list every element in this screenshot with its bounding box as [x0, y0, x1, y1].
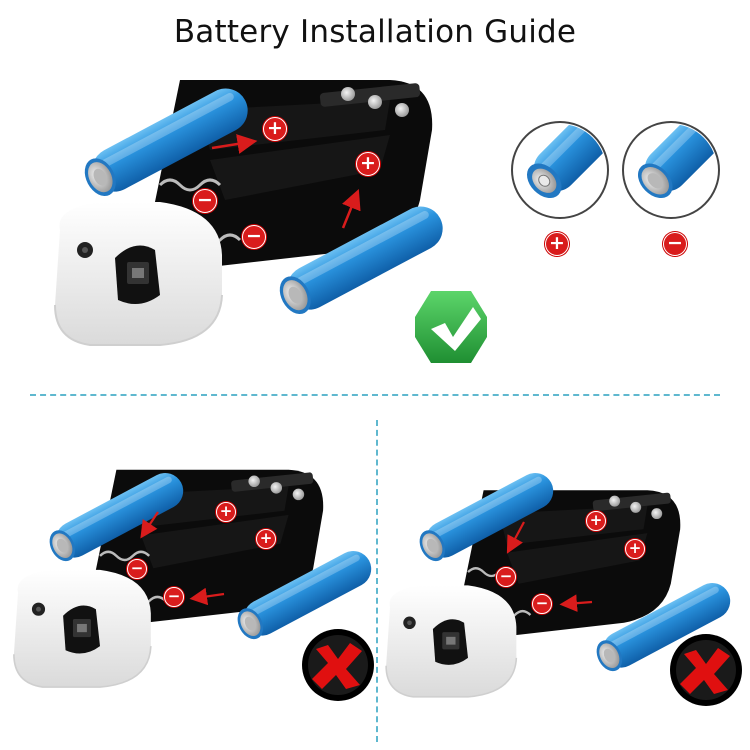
negative-label: −: [663, 232, 687, 256]
arrow-icon: [140, 511, 159, 539]
negative-symbol: −: [164, 587, 184, 607]
check-icon: [415, 291, 487, 363]
cross-icon: [302, 629, 374, 701]
horizontal-divider: [30, 394, 720, 396]
negative-symbol: −: [532, 594, 552, 614]
positive-symbol: +: [256, 529, 276, 549]
negative-symbol: −: [193, 189, 217, 213]
positive-label: +: [545, 232, 569, 256]
arrow-icon: [189, 587, 225, 606]
arrow-icon: [211, 134, 258, 154]
arrow-icon: [559, 594, 593, 612]
positive-symbol: +: [625, 539, 645, 559]
arrow-icon: [506, 521, 525, 554]
negative-symbol: −: [242, 225, 266, 249]
correct-installation-figure: [53, 78, 451, 347]
negative-terminal-diagram: [622, 121, 720, 219]
positive-symbol: +: [216, 502, 236, 522]
positive-symbol: +: [263, 117, 287, 141]
positive-symbol: +: [586, 511, 606, 531]
wrong-installation-right: [384, 466, 742, 706]
arrow-icon: [341, 189, 361, 229]
positive-symbol: +: [356, 152, 380, 176]
negative-symbol: −: [496, 567, 516, 587]
wrong-installation-left: [12, 466, 378, 701]
negative-symbol: −: [127, 559, 147, 579]
cross-icon: [670, 634, 742, 706]
positive-terminal-diagram: [511, 121, 609, 219]
page-title: Battery Installation Guide: [173, 14, 577, 50]
vertical-divider: [376, 420, 378, 742]
